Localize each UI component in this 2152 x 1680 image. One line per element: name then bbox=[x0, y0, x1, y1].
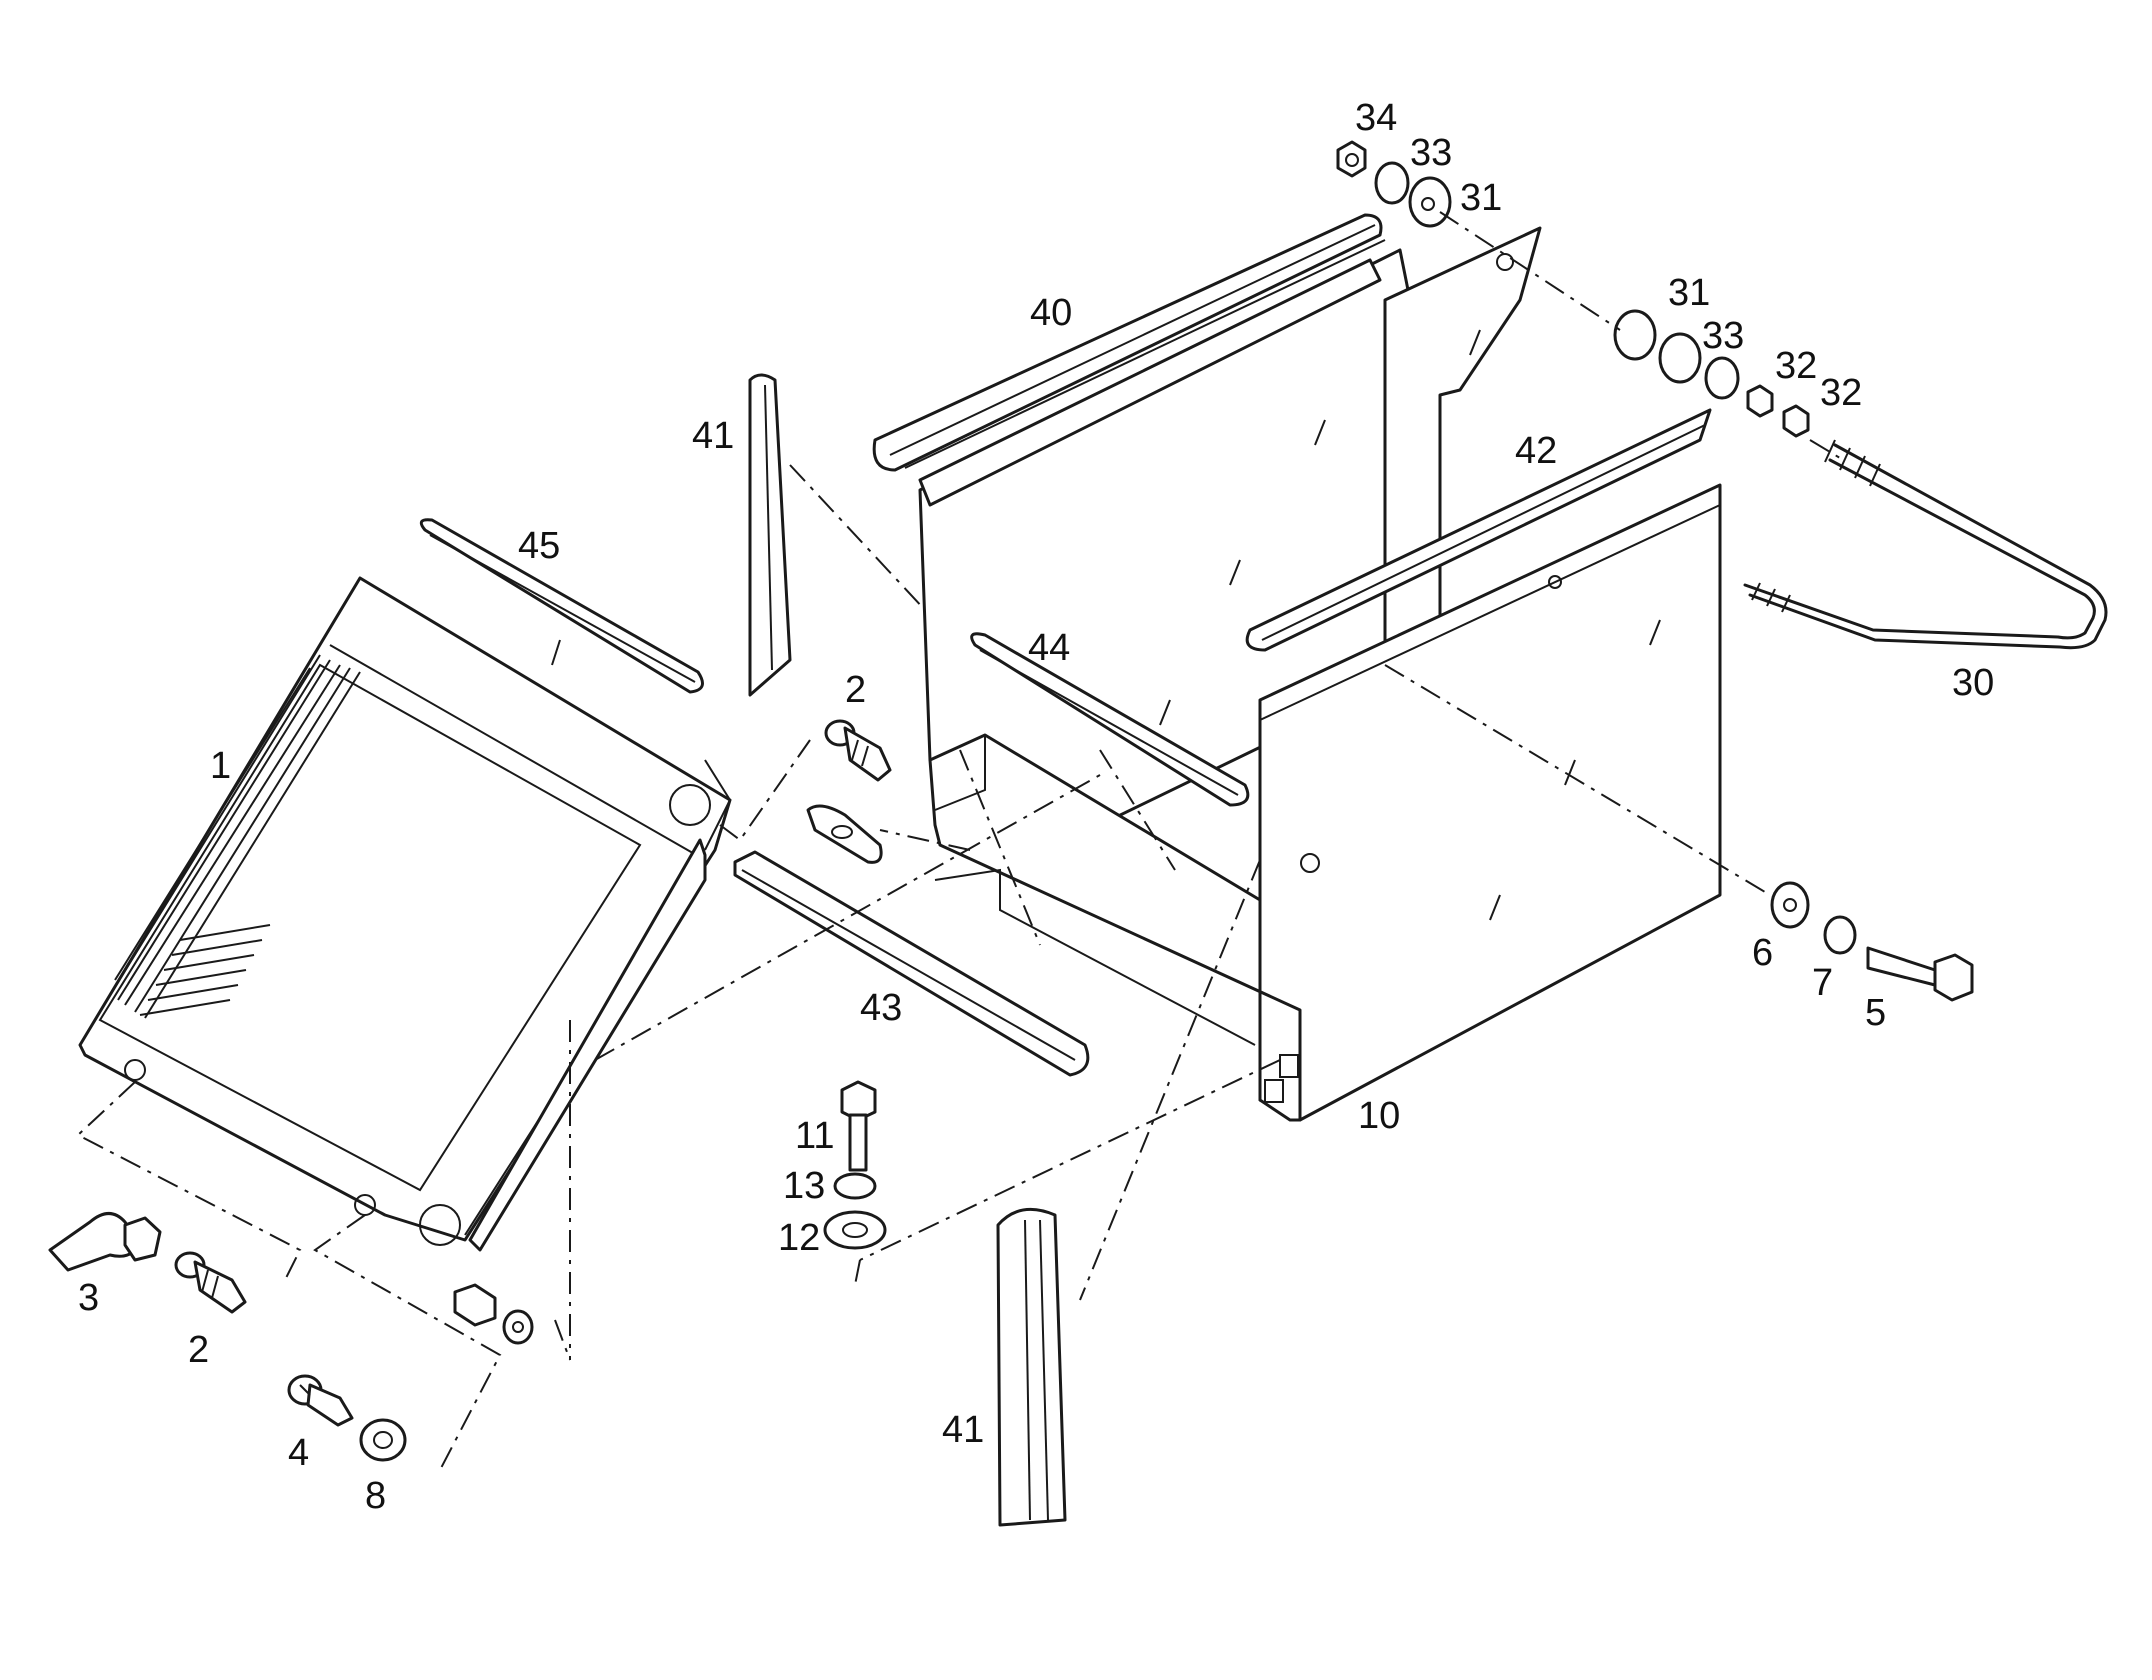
callout-33-top: 33 bbox=[1410, 132, 1452, 174]
drain-plug-part-2-lower bbox=[174, 1251, 247, 1314]
callout-4: 4 bbox=[288, 1432, 309, 1474]
seal-part-43 bbox=[733, 850, 1090, 1077]
callout-11: 11 bbox=[795, 1115, 834, 1157]
callout-6: 6 bbox=[1752, 932, 1773, 974]
callout-1: 1 bbox=[210, 745, 231, 787]
callout-32-a: 32 bbox=[1775, 345, 1817, 387]
callout-12: 12 bbox=[778, 1217, 820, 1259]
seal-part-45 bbox=[419, 518, 704, 694]
hardware-top-stack bbox=[1336, 140, 1452, 228]
seal-part-40 bbox=[872, 213, 1386, 472]
callout-42: 42 bbox=[1515, 430, 1557, 472]
seal-part-42 bbox=[1245, 408, 1712, 652]
callout-labels: 34 33 31 40 31 33 32 32 41 42 45 44 2 1 … bbox=[78, 97, 1994, 1517]
callout-41-bottom: 41 bbox=[942, 1409, 984, 1451]
callout-30: 30 bbox=[1952, 662, 1994, 704]
gasket bbox=[806, 804, 883, 864]
seal-part-44 bbox=[970, 632, 1250, 807]
callout-45: 45 bbox=[518, 525, 560, 567]
radiator-part-1 bbox=[78, 576, 732, 1252]
elbow-fitting-part-3 bbox=[48, 1212, 162, 1272]
radiator-fins bbox=[109, 654, 361, 1019]
sensor-part-4 bbox=[287, 1374, 354, 1427]
seal-part-41-upper bbox=[748, 373, 792, 697]
callout-32-b: 32 bbox=[1820, 372, 1862, 414]
callout-3: 3 bbox=[78, 1277, 99, 1319]
callout-44: 44 bbox=[1028, 627, 1070, 669]
callout-43: 43 bbox=[860, 987, 902, 1029]
callout-41-top: 41 bbox=[692, 415, 734, 457]
callout-2-bottom: 2 bbox=[188, 1329, 209, 1371]
nut-washer-lower bbox=[453, 1283, 534, 1345]
callout-10: 10 bbox=[1358, 1095, 1400, 1137]
hardware-vertical-bolt bbox=[823, 1080, 887, 1250]
callout-5: 5 bbox=[1865, 992, 1886, 1034]
callout-31-top: 31 bbox=[1460, 177, 1502, 219]
assembly-lines bbox=[76, 211, 1841, 1471]
callout-33-right: 33 bbox=[1702, 315, 1744, 357]
callout-8: 8 bbox=[365, 1475, 386, 1517]
callout-2-top: 2 bbox=[845, 669, 866, 711]
u-bolt-part-30 bbox=[1743, 439, 2108, 650]
washer-part-8 bbox=[359, 1418, 407, 1462]
callout-40: 40 bbox=[1030, 292, 1072, 334]
callout-7: 7 bbox=[1812, 962, 1833, 1004]
callout-13: 13 bbox=[783, 1165, 825, 1207]
hardware-right-stack bbox=[1613, 309, 1810, 438]
hardware-bolt-stack bbox=[1770, 881, 1974, 1002]
drain-plug-part-2-upper bbox=[824, 719, 892, 782]
callout-31-right: 31 bbox=[1668, 272, 1710, 314]
seal-part-41-lower bbox=[996, 1207, 1067, 1527]
callout-34: 34 bbox=[1355, 97, 1397, 139]
